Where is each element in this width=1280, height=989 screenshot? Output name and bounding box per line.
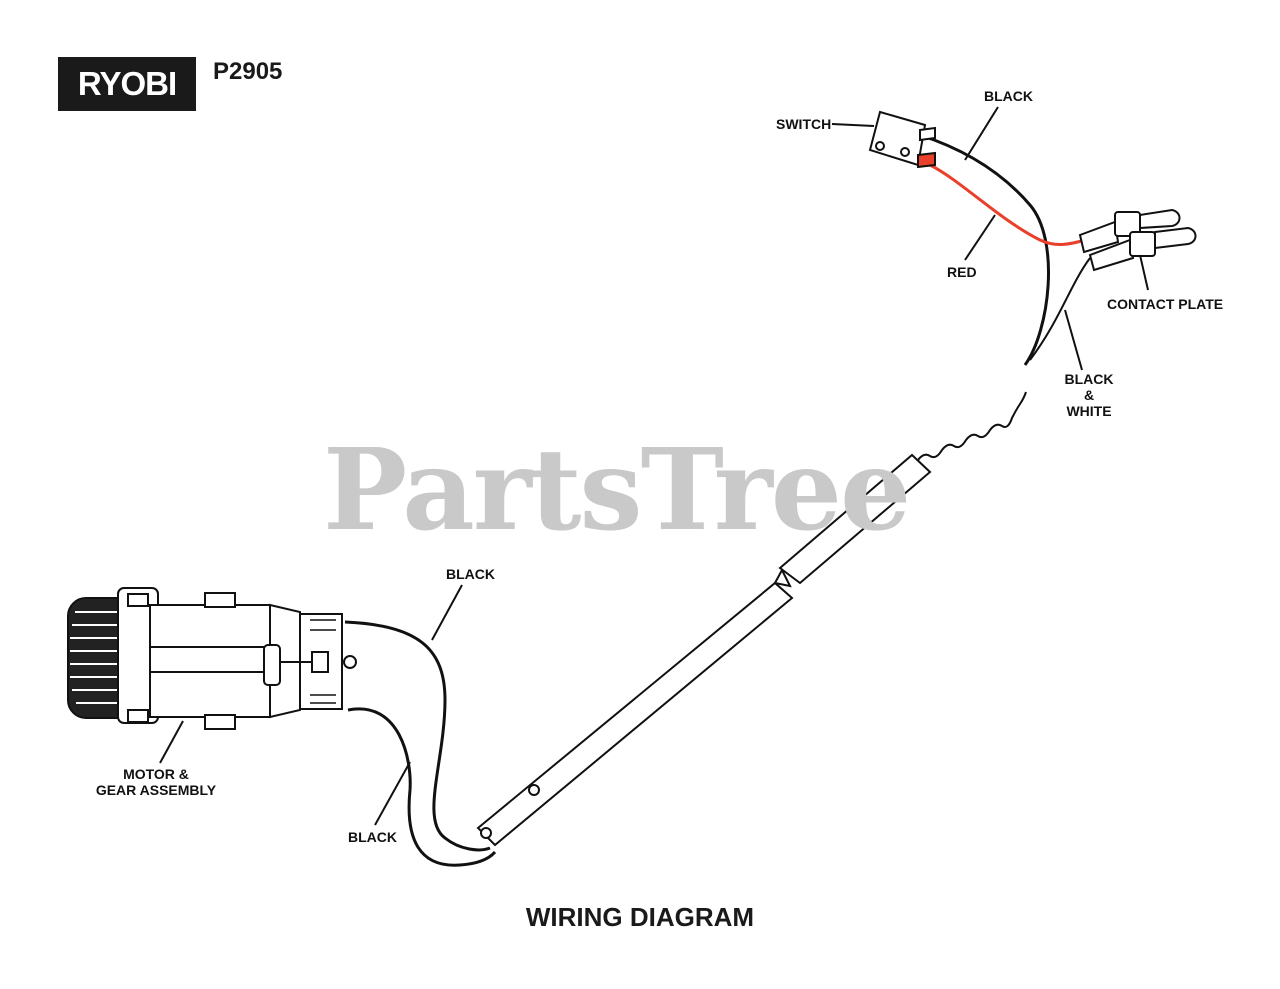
- label-red: RED: [947, 264, 977, 280]
- coiled-wire: [917, 391, 1027, 461]
- model-number: P2905: [213, 58, 283, 85]
- label-contact-plate: CONTACT PLATE: [1107, 296, 1224, 312]
- page-title: WIRING DIAGRAM: [525, 902, 755, 932]
- label-black-bottom: BLACK: [348, 829, 397, 845]
- label-black-white-line1: BLACK: [1064, 371, 1114, 387]
- brand-logo: RYOBI: [58, 57, 196, 111]
- label-black-white-line3: WHITE: [1066, 403, 1112, 419]
- leader-lines: [159, 106, 1149, 826]
- watermark: PartsTree: [323, 425, 911, 556]
- label-motor-line2: GEAR ASSEMBLY: [95, 782, 217, 798]
- label-black-top: BLACK: [984, 88, 1033, 104]
- brand-logo-text: RYOBI: [77, 65, 177, 102]
- label-black-mid: BLACK: [446, 566, 495, 582]
- contact-plate-body: [1078, 208, 1197, 272]
- control-wires: [919, 133, 1091, 366]
- motor-wires: [344, 620, 497, 867]
- label-black-white-line2: &: [1083, 387, 1095, 403]
- label-motor-line1: MOTOR &: [123, 766, 189, 782]
- switch-body: [868, 110, 936, 169]
- label-black-white: BLACK & WHITE: [1060, 371, 1118, 419]
- motor-gear-assembly: [67, 587, 357, 730]
- label-motor-gear-assembly: MOTOR & GEAR ASSEMBLY: [86, 766, 226, 798]
- handle-tube: [476, 453, 932, 847]
- label-switch: SWITCH: [776, 116, 832, 132]
